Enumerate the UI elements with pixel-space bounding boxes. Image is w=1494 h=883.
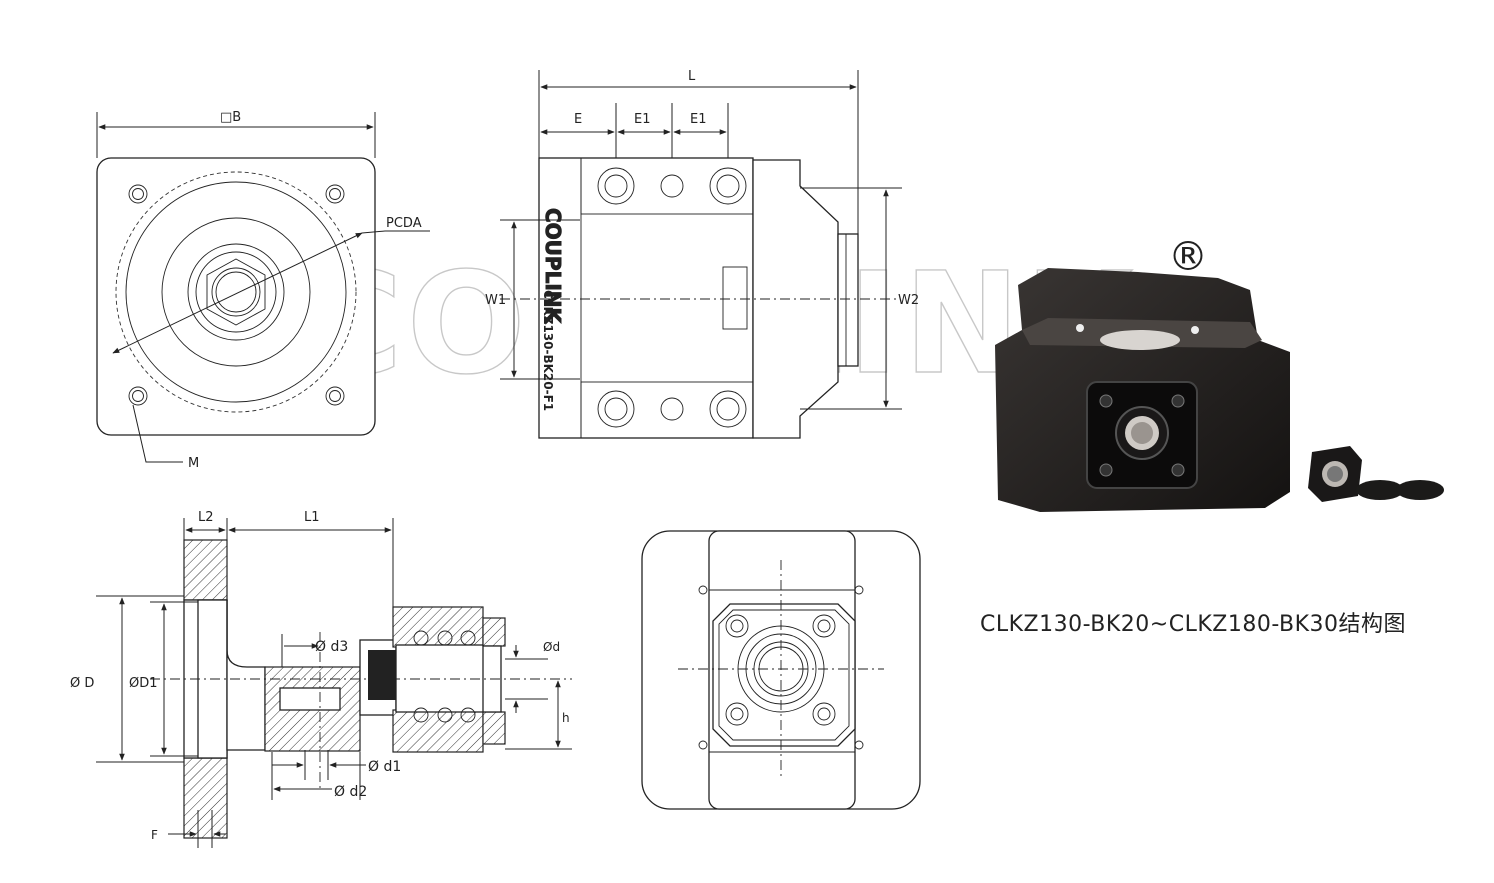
product-spacer-2 [1396,480,1444,500]
product-spacer-1 [1356,480,1404,500]
dim-label-B: □B [220,110,241,125]
plate-bolts [725,614,836,726]
section-view: L2 L1 Ø D ØD1 Ø d3 Ød h Ø d1 Ø d2 [70,510,572,848]
dim-label-d3: Ø d3 [315,639,348,655]
dim-label-F: F [151,828,158,842]
block-base [538,157,754,439]
registered-mark: ® [1168,234,1208,280]
block-end-cap [837,233,859,367]
bearing-block-top-view: CLKZ130-BK20-F1 COUPLINK L E E1 E1 W1 W2 [485,69,919,439]
diagram-caption: CLKZ130-BK20~CLKZ180-BK30结构图 [980,612,1406,637]
dim-label-E1-first: E1 [634,112,651,127]
dim-label-M: M [188,456,199,471]
dim-label-L1: L1 [304,510,320,525]
bearing-balls [413,630,476,723]
dim-label-d2: Ø d2 [334,784,367,800]
dim-label-L2: L2 [198,510,214,525]
dim-label-D: Ø D [70,676,94,691]
dim-label-E: E [574,112,582,127]
block-holes [597,167,747,428]
dim-label-E1-second: E1 [690,112,707,127]
flange-front-view: □B PCDA M [96,110,430,471]
dim-label-PCDA: PCDA [386,216,422,231]
block-slot [722,266,748,330]
body-marking: CLKZ130-BK20-F1 [541,290,555,411]
svg-text:COUPLINK: COUPLINK [541,208,565,325]
dim-label-L: L [688,69,696,84]
mounting-holes [128,184,345,406]
dim-label-d1: Ø d1 [368,759,401,775]
dim-label-h: h [562,711,570,725]
dim-label-W2: W2 [898,293,919,308]
bearing-block-rear-view [641,530,921,810]
product-photo [995,268,1444,512]
dim-label-D1: ØD1 [129,676,158,691]
dim-label-W1: W1 [485,293,506,308]
dim-label-d: Ød [543,640,560,654]
